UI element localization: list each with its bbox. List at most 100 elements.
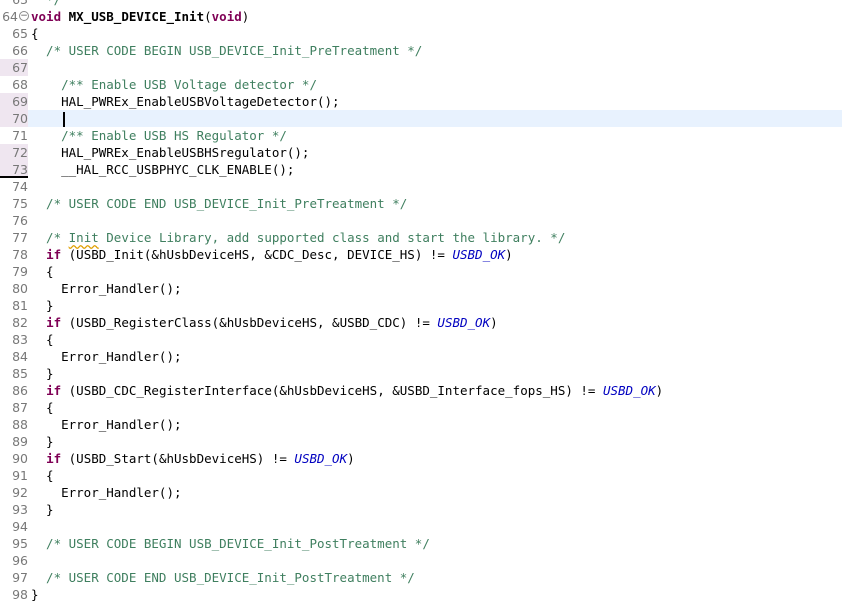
code-line[interactable]: 67: [0, 59, 842, 76]
code-line[interactable]: 90 if (USBD_Start(&hUsbDeviceHS) != USBD…: [0, 450, 842, 467]
code-text: {: [31, 263, 54, 280]
line-number: 94: [12, 519, 28, 534]
line-number: 66: [12, 43, 28, 58]
line-number: 71: [12, 128, 28, 143]
line-number: 86: [12, 383, 28, 398]
line-number: 91: [12, 468, 28, 483]
code-token: if: [46, 247, 62, 262]
code-line[interactable]: 68 /** Enable USB Voltage detector */: [0, 76, 842, 93]
code-token: Error_Handler();: [31, 417, 182, 432]
code-line[interactable]: 65{: [0, 25, 842, 42]
code-text: Error_Handler();: [31, 416, 182, 433]
code-line[interactable]: 75 /* USER CODE END USB_DEVICE_Init_PreT…: [0, 195, 842, 212]
line-number: 69: [0, 93, 28, 110]
code-token: Init: [68, 230, 99, 245]
code-text: {: [31, 399, 54, 416]
code-line[interactable]: 94: [0, 518, 842, 535]
code-text: Error_Handler();: [31, 280, 181, 297]
code-token: (: [204, 9, 212, 24]
code-line[interactable]: 77 /* Init Device Library, add supported…: [0, 229, 842, 246]
code-line[interactable]: 81 }: [0, 297, 842, 314]
code-token: Error_Handler();: [31, 485, 182, 500]
code-line[interactable]: 87 {: [0, 399, 842, 416]
code-token: /* USER CODE BEGIN USB_DEVICE_Init_PostT…: [31, 536, 430, 551]
code-line[interactable]: 92 Error_Handler();: [0, 484, 842, 501]
code-line[interactable]: 80 Error_Handler();: [0, 280, 842, 297]
line-number: 72: [0, 144, 28, 161]
code-line[interactable]: 69 HAL_PWREx_EnableUSBVoltageDetector();: [0, 93, 842, 110]
code-token: (USBD_CDC_RegisterInterface(&hUsbDeviceH…: [61, 383, 603, 398]
code-line[interactable]: 85 }: [0, 365, 842, 382]
code-text: /** Enable USB Voltage detector */: [31, 76, 317, 93]
code-text: if (USBD_Start(&hUsbDeviceHS) != USBD_OK…: [31, 450, 355, 467]
line-number: 73: [0, 161, 28, 178]
code-token: /** Enable USB HS Regulator */: [31, 128, 287, 143]
code-line[interactable]: 86 if (USBD_CDC_RegisterInterface(&hUsbD…: [0, 382, 842, 399]
code-line[interactable]: 76: [0, 212, 842, 229]
code-token: }: [31, 434, 54, 449]
code-line[interactable]: 93 }: [0, 501, 842, 518]
code-text: {: [31, 467, 54, 484]
code-token: if: [46, 383, 62, 398]
line-number: 89: [12, 434, 28, 449]
line-number: 63: [0, 0, 28, 8]
line-number: 74: [12, 179, 28, 194]
code-line[interactable]: 91 {: [0, 467, 842, 484]
code-text: */: [31, 0, 61, 8]
code-text: [31, 110, 66, 127]
code-token: USBD_OK: [452, 247, 506, 262]
code-line[interactable]: 83 {: [0, 331, 842, 348]
line-number: 84: [12, 349, 28, 364]
code-token: ): [347, 451, 355, 466]
code-token: }: [31, 502, 54, 517]
code-token: Error_Handler();: [31, 349, 182, 364]
code-line[interactable]: 70: [0, 110, 842, 127]
code-text: /* USER CODE BEGIN USB_DEVICE_Init_PreTr…: [31, 42, 422, 59]
line-number: 75: [12, 196, 28, 211]
code-line[interactable]: 96: [0, 552, 842, 569]
code-line[interactable]: 63 */: [0, 0, 842, 8]
code-text: /* USER CODE END USB_DEVICE_Init_PostTre…: [31, 569, 415, 586]
code-token: [61, 9, 69, 24]
code-line[interactable]: 72 HAL_PWREx_EnableUSBHSregulator();: [0, 144, 842, 161]
code-text: /* USER CODE BEGIN USB_DEVICE_Init_PostT…: [31, 535, 430, 552]
line-number: 78: [12, 247, 28, 262]
code-line[interactable]: 89 }: [0, 433, 842, 450]
line-number: 85: [12, 366, 28, 381]
code-token: */: [31, 0, 61, 7]
code-line[interactable]: 64−void MX_USB_DEVICE_Init(void): [0, 8, 842, 25]
code-text: }: [31, 365, 54, 382]
line-number: 67: [0, 59, 28, 76]
code-text: Error_Handler();: [31, 484, 182, 501]
code-token: {: [31, 468, 54, 483]
code-line[interactable]: 82 if (USBD_RegisterClass(&hUsbDeviceHS,…: [0, 314, 842, 331]
code-line[interactable]: 78 if (USBD_Init(&hUsbDeviceHS, &CDC_Des…: [0, 246, 842, 263]
fold-collapse-icon[interactable]: −: [19, 11, 29, 21]
code-token: HAL_PWREx_EnableUSBHSregulator();: [31, 145, 310, 160]
code-text: if (USBD_CDC_RegisterInterface(&hUsbDevi…: [31, 382, 663, 399]
code-token: (USBD_Start(&hUsbDeviceHS) !=: [61, 451, 295, 466]
code-text: HAL_PWREx_EnableUSBVoltageDetector();: [31, 93, 339, 110]
line-number: 68: [12, 77, 28, 92]
code-token: MX_USB_DEVICE_Init: [68, 9, 205, 24]
code-token: [31, 383, 46, 398]
code-line[interactable]: 84 Error_Handler();: [0, 348, 842, 365]
text-caret: [63, 112, 66, 127]
code-line[interactable]: 97 /* USER CODE END USB_DEVICE_Init_Post…: [0, 569, 842, 586]
code-line[interactable]: 74: [0, 178, 842, 195]
code-token: }: [31, 366, 54, 381]
code-line[interactable]: 71 /** Enable USB HS Regulator */: [0, 127, 842, 144]
code-text: /** Enable USB HS Regulator */: [31, 127, 287, 144]
code-line[interactable]: 66 /* USER CODE BEGIN USB_DEVICE_Init_Pr…: [0, 42, 842, 59]
code-token: /* USER CODE END USB_DEVICE_Init_PreTrea…: [31, 196, 408, 211]
code-line[interactable]: 88 Error_Handler();: [0, 416, 842, 433]
code-text: __HAL_RCC_USBPHYC_CLK_ENABLE();: [31, 161, 294, 178]
line-number: 81: [12, 298, 28, 313]
code-line[interactable]: 95 /* USER CODE BEGIN USB_DEVICE_Init_Po…: [0, 535, 842, 552]
code-text: }: [31, 586, 39, 603]
code-line[interactable]: 73 __HAL_RCC_USBPHYC_CLK_ENABLE();: [0, 161, 842, 178]
code-text: Error_Handler();: [31, 348, 182, 365]
code-line[interactable]: 79 {: [0, 263, 842, 280]
code-line[interactable]: 98}: [0, 586, 842, 603]
